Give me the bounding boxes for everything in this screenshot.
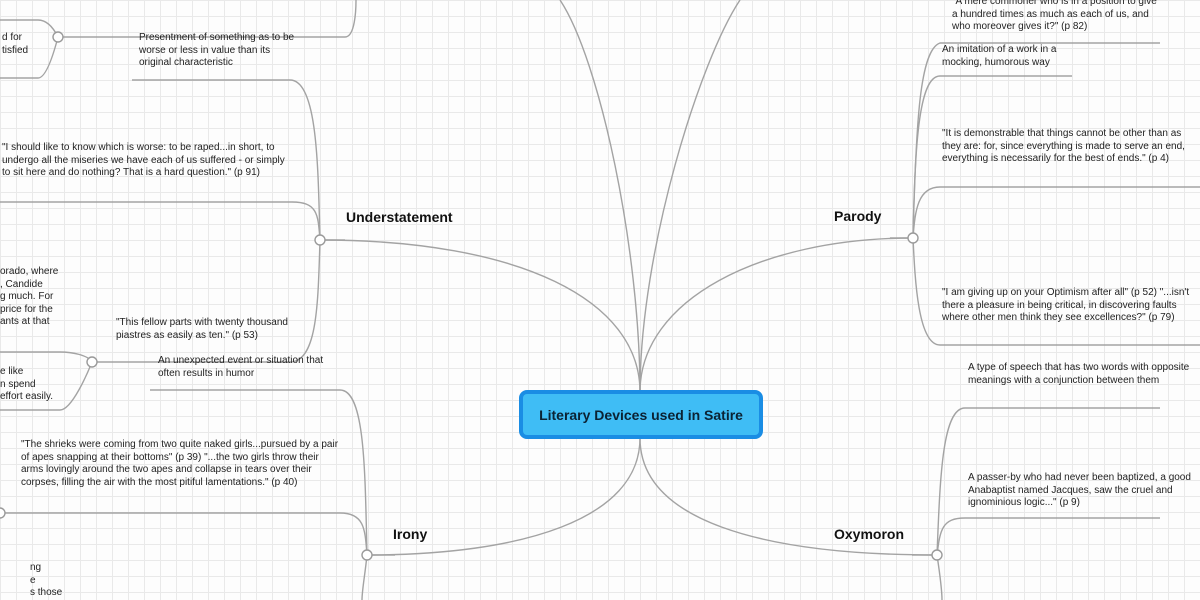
connector-central-parody [639,237,914,393]
understatement-definition[interactable]: Presentment of something as to be worse … [139,32,295,68]
parody-node [907,232,919,244]
parody-quote2[interactable]: "I am giving up on your Optimism after a… [942,287,1190,323]
connector-central-irony [366,437,641,556]
oxymoron-topic[interactable]: Oxymoron [834,526,905,542]
connector-central-top-left [559,0,641,393]
connector-understatement-quote1 [0,201,321,241]
irony-node [361,549,373,561]
connector-central-understatement [319,239,641,393]
parody-top-quote[interactable]: "A mere commoner who is in a position to… [952,0,1157,32]
understatement-quote1[interactable]: "I should like to know which is worse: t… [2,142,285,178]
understatement-quote2[interactable]: "This fellow parts with twenty thousand … [116,317,288,341]
central-topic[interactable]: Literary Devices used in Satire [519,390,763,439]
understatement-node [314,234,326,246]
connector-irony-definition [150,389,368,556]
partial-text-bottom: ng e s those [30,562,63,598]
connector-central-oxymoron [639,437,938,556]
central-topic-label: Literary Devices used in Satire [539,406,743,423]
understatement-topic[interactable]: Understatement [346,209,453,225]
irony-topic[interactable]: Irony [393,526,428,542]
parody-topic[interactable]: Parody [834,208,882,224]
connector-understatement-quote2 [92,239,321,363]
connector-irony-quote1 [0,512,368,556]
partial-text-top: d for tisfied [2,32,29,56]
partial-text-mid: orado, where , Candide g much. For price… [0,266,59,327]
top-left-sub-node [52,31,64,43]
irony-definition[interactable]: An unexpected event or situation that of… [158,355,324,379]
connector-central-top-right [639,0,741,393]
irony-sub-node [0,507,6,519]
connector-understatement-definition [132,79,321,241]
partial-text-low: e like n spend effort easily. [0,366,53,402]
parody-definition[interactable]: An imitation of a work in a mocking, hum… [942,44,1057,68]
irony-quote1[interactable]: "The shrieks were coming from two quite … [21,439,339,488]
oxymoron-node [931,549,943,561]
parody-quote1[interactable]: "It is demonstrable that things cannot b… [942,128,1185,164]
understatement-sub-node [86,356,98,368]
oxymoron-quote1[interactable]: A passer-by who had never been baptized,… [968,472,1191,508]
oxymoron-definition[interactable]: A type of speech that has two words with… [968,362,1190,386]
